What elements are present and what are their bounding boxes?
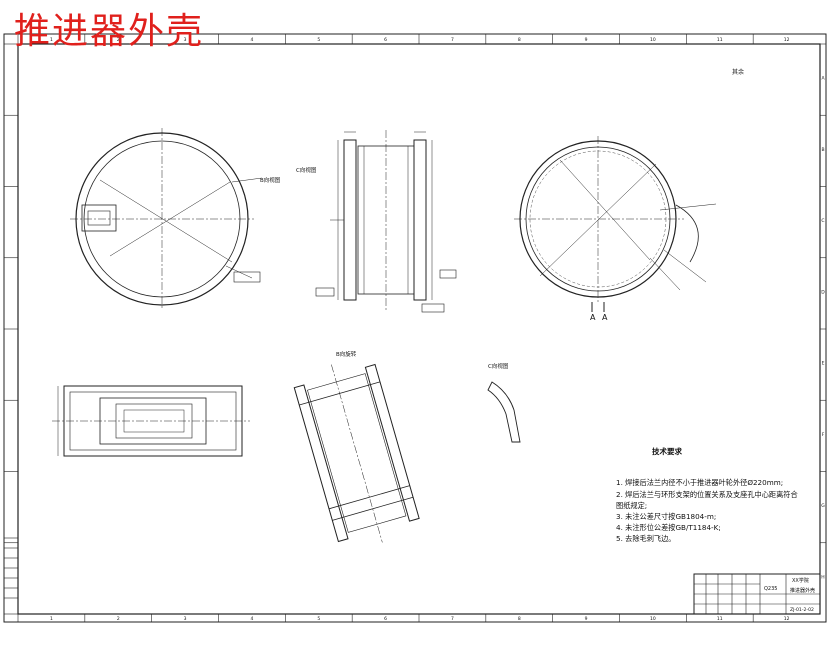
tech-requirement-item: 2. 焊后法兰与环形支架的位置关系及支座孔中心距离符合 bbox=[616, 490, 798, 499]
zone-column-label: 1 bbox=[50, 37, 53, 43]
outer-border bbox=[3, 33, 827, 623]
zone-column-label: 5 bbox=[317, 37, 320, 43]
zone-column-label: 11 bbox=[717, 616, 723, 622]
zone-row-label: F bbox=[822, 432, 825, 438]
section-view-circle bbox=[514, 136, 717, 312]
b-rotated-label: B向旋转 bbox=[336, 350, 357, 358]
side-section-view bbox=[315, 130, 457, 313]
drawing-title: 推进器外壳 bbox=[14, 11, 205, 52]
section-mark-a-right: A bbox=[602, 313, 608, 322]
tech-requirement-item: 5. 去除毛刺飞边。 bbox=[616, 534, 676, 543]
detail-c-callout: C向视图 bbox=[296, 166, 317, 174]
zone-ticks bbox=[4, 34, 826, 622]
zone-column-label: 8 bbox=[518, 616, 521, 622]
zone-column-label: 11 bbox=[717, 37, 723, 43]
zone-column-label: 2 bbox=[117, 616, 120, 622]
front-view-circle bbox=[70, 128, 263, 310]
tech-requirement-item: 3. 未注公差尺寸按GB1804-m; bbox=[616, 512, 717, 521]
section-mark-a-left: A bbox=[590, 313, 596, 322]
zone-column-label: 3 bbox=[184, 616, 187, 622]
zone-column-label: 6 bbox=[384, 616, 387, 622]
zone-column-label: 7 bbox=[451, 616, 454, 622]
zone-column-label: 12 bbox=[784, 37, 790, 43]
title-block-part-name: 推进器外壳 bbox=[790, 587, 815, 594]
zone-column-label: 5 bbox=[317, 616, 320, 622]
zone-row-label: B bbox=[821, 147, 824, 153]
revision-strip bbox=[3, 537, 19, 615]
zone-column-label: 10 bbox=[650, 616, 656, 622]
zone-column-label: 9 bbox=[585, 616, 588, 622]
zone-column-label: 12 bbox=[784, 616, 790, 622]
title-block-org: XX学院 bbox=[792, 577, 809, 584]
zone-column-label: 9 bbox=[585, 37, 588, 43]
zone-column-label: 4 bbox=[250, 37, 253, 43]
zone-column-label: 6 bbox=[384, 37, 387, 43]
zone-row-label: E bbox=[822, 361, 825, 367]
b-rotated-view bbox=[293, 363, 420, 543]
bottom-plan-view bbox=[52, 385, 250, 457]
zone-row-label: H bbox=[821, 574, 824, 580]
zone-column-label: 2 bbox=[117, 37, 120, 43]
zone-row-label: G bbox=[821, 503, 825, 509]
zone-row-label: C bbox=[821, 218, 824, 224]
title-block-material: Q235 bbox=[764, 586, 777, 592]
tech-requirement-item: 图纸规定; bbox=[616, 501, 648, 510]
c-detail-profile bbox=[487, 381, 521, 443]
zone-column-label: 7 bbox=[451, 37, 454, 43]
c-rotated-label: C向视图 bbox=[488, 362, 509, 370]
zone-column-label: 4 bbox=[250, 616, 253, 622]
zone-column-label: 8 bbox=[518, 37, 521, 43]
tech-requirement-item: 1. 焊接后法兰内径不小于推进器叶轮外径Ø220mm; bbox=[616, 478, 784, 487]
zone-column-label: 1 bbox=[50, 616, 53, 622]
detail-b-callout: B向视图 bbox=[260, 176, 281, 184]
roughness-note: 其余 bbox=[732, 68, 744, 76]
title-block-drawing-no: ZJ-01-2-02 bbox=[790, 607, 814, 613]
zone-row-label: A bbox=[821, 76, 825, 82]
zone-row-label: D bbox=[821, 289, 825, 295]
zone-column-label: 3 bbox=[184, 37, 187, 43]
tech-requirements-heading: 技术要求 bbox=[652, 447, 682, 456]
tech-requirement-item: 4. 未注形位公差按GB/T1184-K; bbox=[616, 523, 721, 532]
zone-column-label: 10 bbox=[650, 37, 656, 43]
title-block bbox=[693, 573, 821, 615]
